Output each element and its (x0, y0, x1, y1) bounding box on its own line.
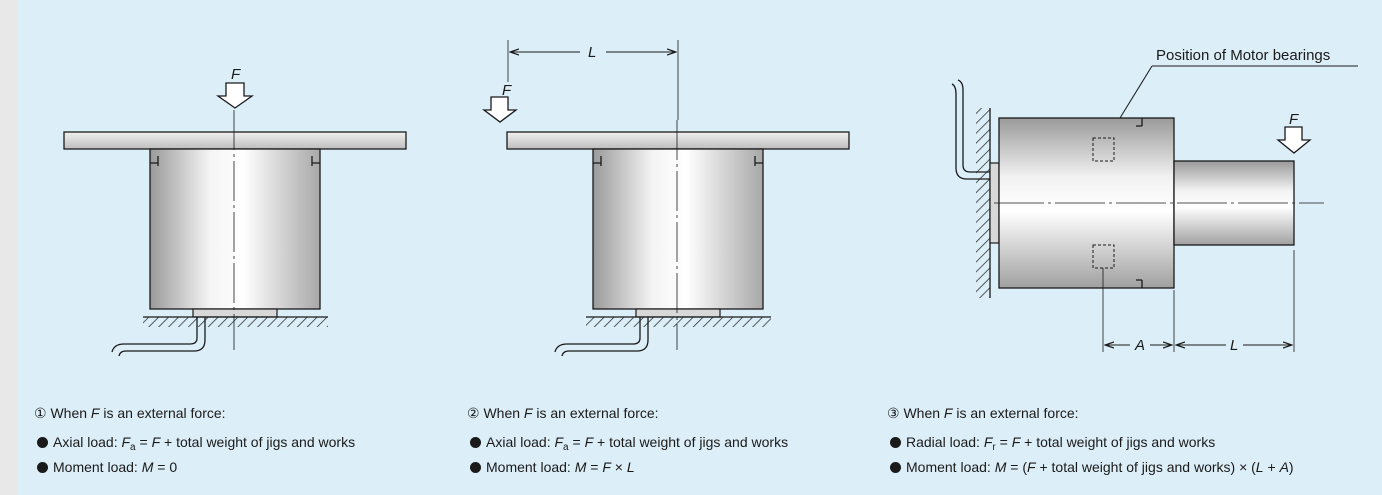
motor-body (592, 148, 764, 310)
diagram-2: L F (482, 40, 850, 357)
caption-2-axial: Axial load: Fa = F + total weight of jig… (470, 433, 788, 457)
force-label: F (1289, 111, 1299, 128)
l-label: L (1230, 337, 1238, 354)
caption-1-moment: Moment load: M = 0 (37, 458, 177, 476)
ground-hatch (586, 317, 771, 327)
rotating-table (63, 131, 407, 150)
bullet-icon (470, 462, 481, 473)
wall-hatch (976, 108, 990, 298)
force-arrow-icon (1276, 126, 1312, 154)
caption-2-heading: ② When F is an external force: (467, 405, 659, 421)
bullet-icon (890, 462, 901, 473)
caption-2-moment: Moment load: M = F × L (470, 458, 635, 476)
motor-body (149, 148, 321, 310)
bearing-label: Position of Motor bearings (1156, 47, 1330, 64)
length-label: L (588, 44, 596, 61)
diagram-1: F (63, 66, 407, 357)
bearing-top (1092, 137, 1115, 162)
caption-3-radial: Radial load: Fr = F + total weight of ji… (890, 433, 1215, 457)
ground-hatch (143, 317, 328, 327)
rotating-table (506, 131, 850, 150)
force-label: F (502, 82, 512, 99)
bullet-icon (37, 437, 48, 448)
diagram-3: Position of Motor bearings F A (951, 47, 1358, 354)
bullet-icon (37, 462, 48, 473)
caption-3-moment: Moment load: M = (F + total weight of ji… (890, 458, 1294, 476)
force-arrow-icon (482, 96, 518, 123)
caption-1-heading: ① When F is an external force: (34, 405, 226, 421)
bullet-icon (470, 437, 481, 448)
bearing-bottom (1092, 244, 1115, 269)
caption-3-heading: ③ When F is an external force: (887, 405, 1079, 421)
force-label: F (231, 66, 241, 83)
a-label: A (1134, 337, 1145, 354)
force-arrow-icon (215, 82, 255, 109)
caption-1-axial: Axial load: Fa = F + total weight of jig… (37, 433, 355, 457)
bullet-icon (890, 437, 901, 448)
